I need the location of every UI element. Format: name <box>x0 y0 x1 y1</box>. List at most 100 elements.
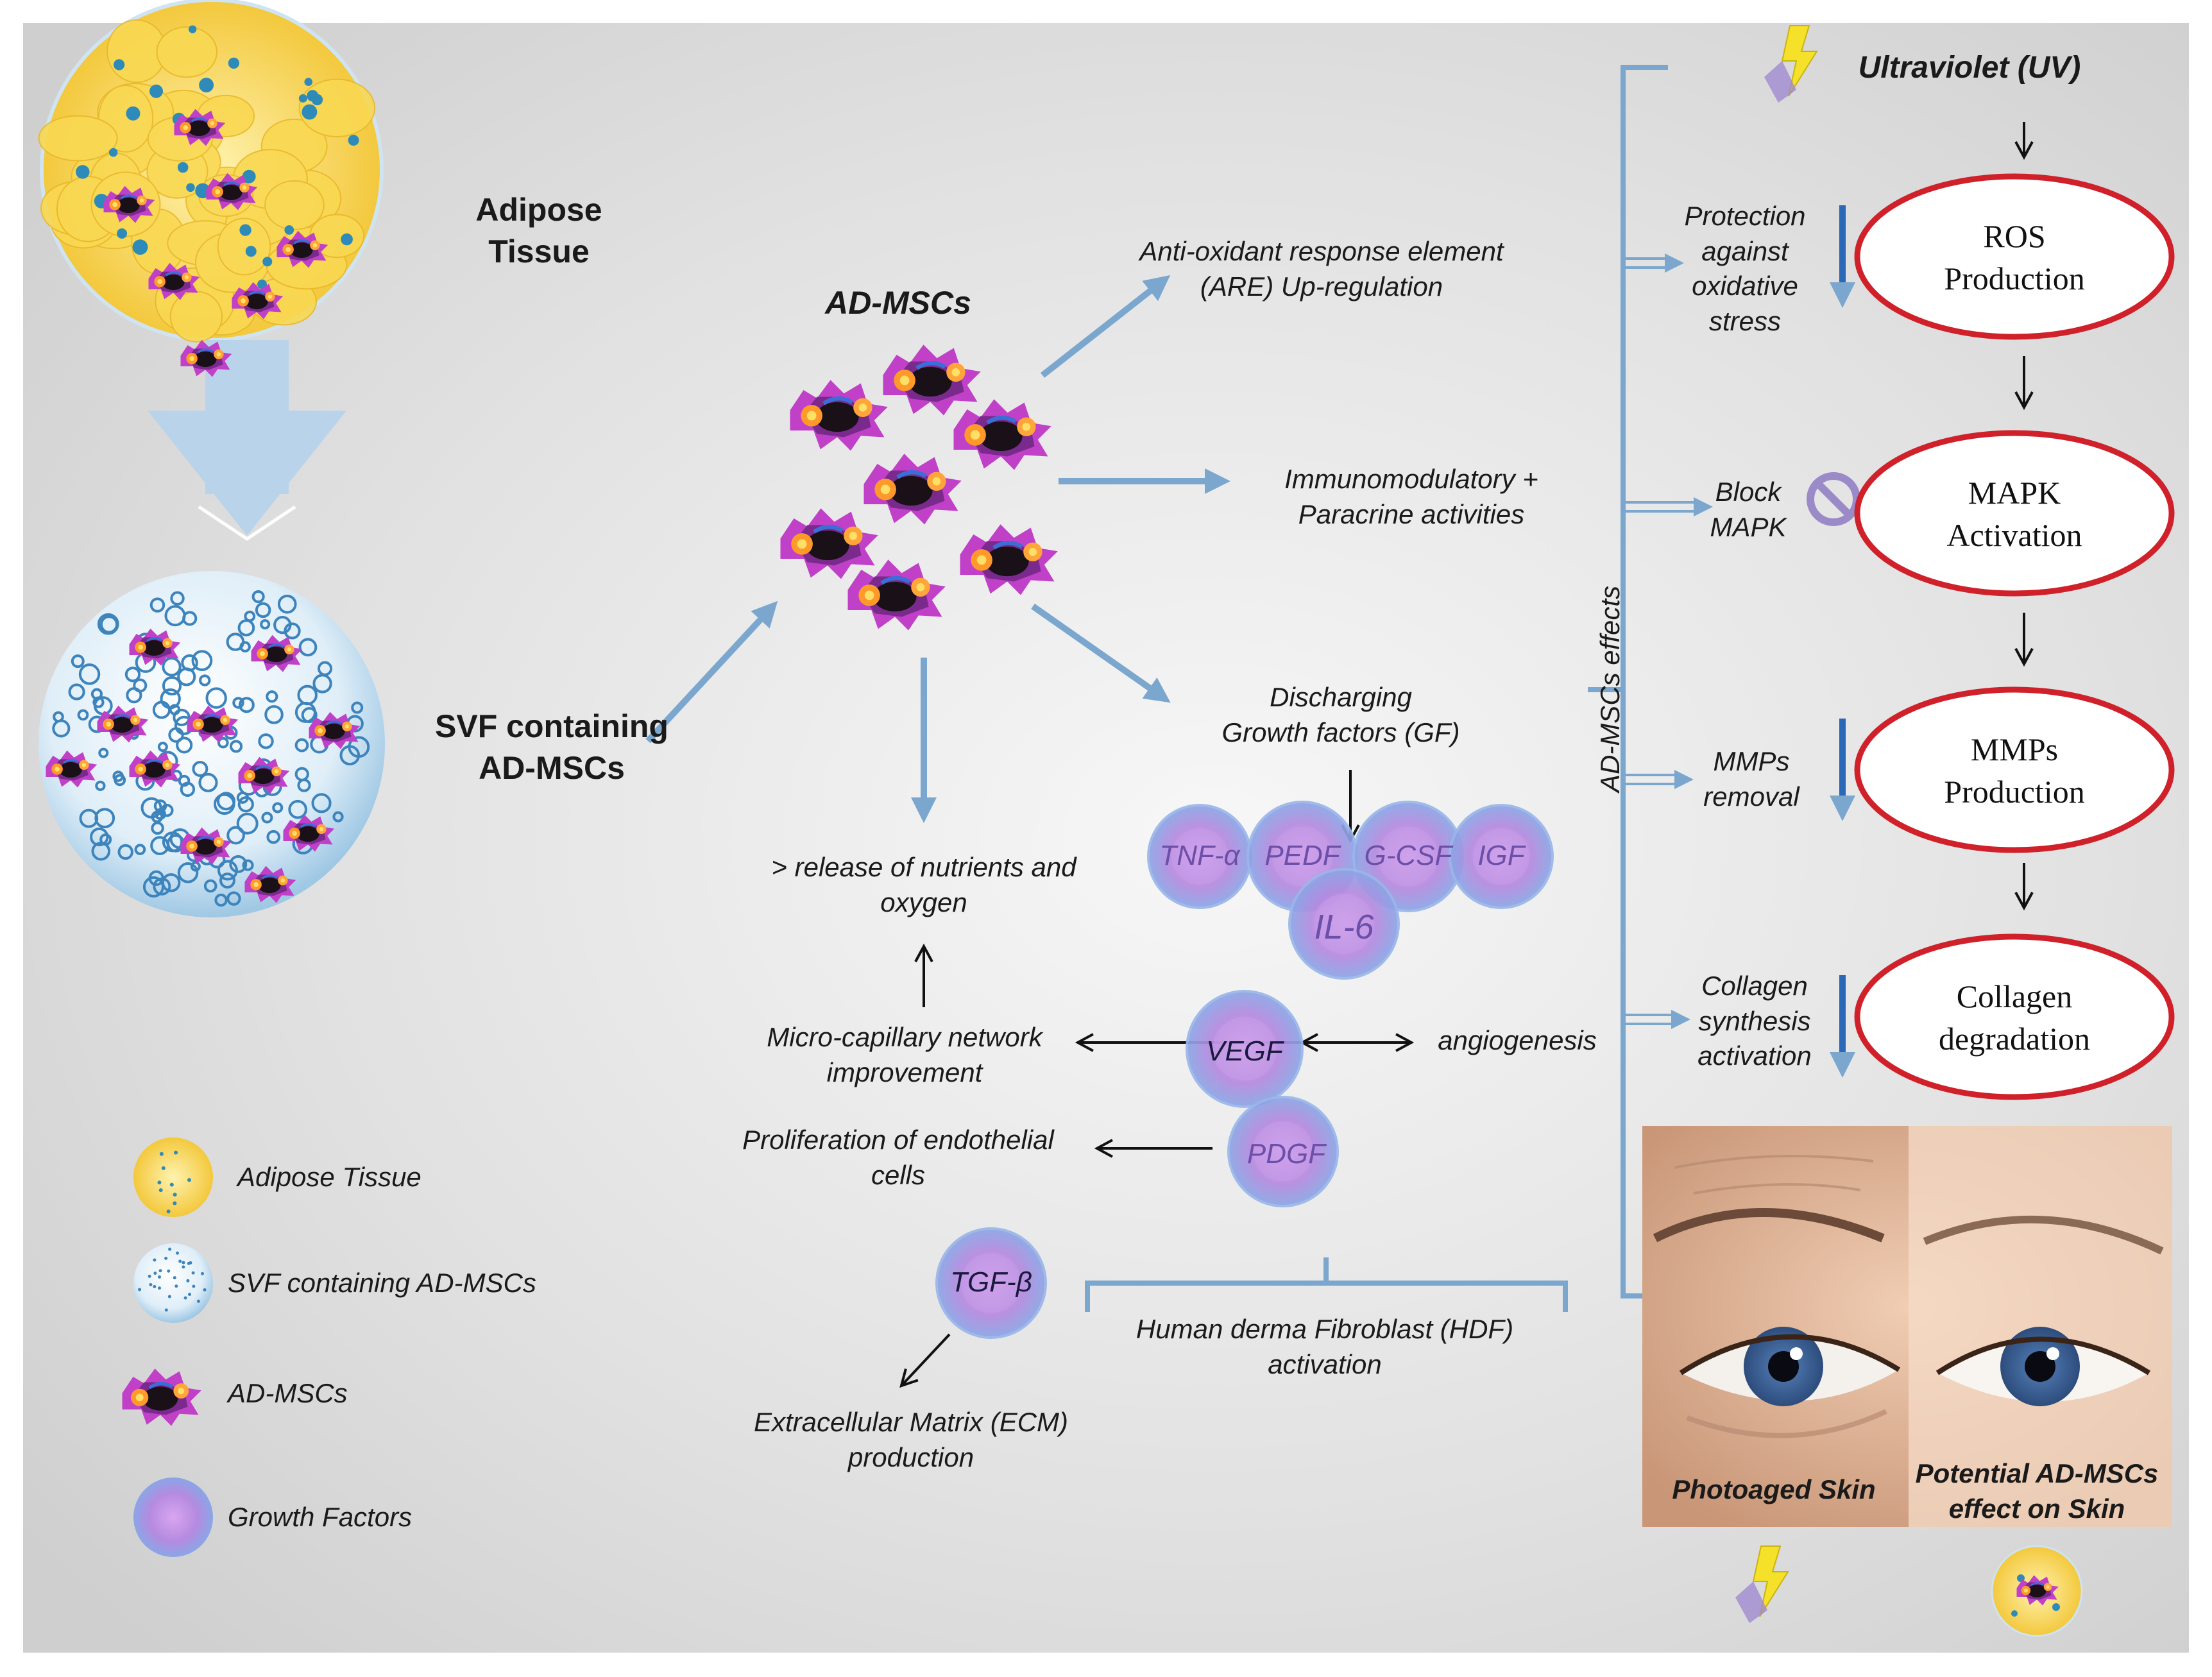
coll-line1: Collagen <box>1956 978 2073 1014</box>
tgf-label: TGF-β <box>950 1266 1032 1298</box>
tgf-ecm-arrow <box>901 1333 951 1386</box>
potential-label: Potential AD-MSCs effect on Skin <box>1899 1456 2175 1526</box>
potential-line2: effect on Skin <box>1948 1493 2125 1524</box>
ecm-line2: production <box>847 1442 974 1472</box>
ros-text: ROS Production <box>1886 215 2143 300</box>
collagen-syn-line3: activation <box>1697 1041 1812 1071</box>
pedf-label: PEDF <box>1264 840 1340 871</box>
immuno-line1: Immunomodulatory + <box>1284 464 1538 494</box>
are-line1: Anti-oxidant response element <box>1139 236 1504 266</box>
mmps-removal-line2: removal <box>1703 781 1799 812</box>
prolif-line1: Proliferation of endothelial <box>742 1125 1054 1155</box>
angiogenesis-label: angiogenesis <box>1438 1025 1597 1055</box>
nutrients-line2: oxygen <box>880 887 967 917</box>
svf-circle <box>38 571 385 917</box>
growth-factor-spheres <box>935 801 1554 1339</box>
svf-title-line2: AD-MSCs <box>479 750 625 786</box>
mapk-oval <box>1854 430 2175 597</box>
capillary-line1: Micro-capillary network <box>767 1022 1042 1052</box>
collagen-syn-line2: synthesis <box>1698 1005 1811 1036</box>
capillary-line2: improvement <box>826 1057 983 1087</box>
hdf-line1: Human derma Fibroblast (HDF) <box>1136 1314 1514 1344</box>
mmps-removal-line1: MMPs <box>1713 746 1790 776</box>
gf-discharge-label: Discharging Growth factors (GF) <box>1161 680 1520 750</box>
photoaged-label: Photoaged Skin <box>1672 1474 1876 1504</box>
to-are-arrow <box>1040 275 1171 378</box>
protection-line4: stress <box>1708 305 1781 336</box>
effects-label: AD-MSCs effects <box>1595 585 1625 793</box>
adipose-title-line1: Adipose <box>475 192 602 228</box>
block-icon <box>1807 472 1860 526</box>
tnf-label: TNF-α <box>1159 840 1240 871</box>
hdf-label: Human derma Fibroblast (HDF) activation <box>1094 1312 1556 1382</box>
collagen-synthesis-label: Collagen synthesis activation <box>1678 969 1832 1074</box>
blue-arrows <box>645 275 1230 823</box>
legend-svf-label: SVF containing AD-MSCs <box>228 1268 536 1298</box>
potential-line1: Potential AD-MSCs <box>1915 1458 2159 1488</box>
protection-line1: Protection <box>1684 201 1806 231</box>
svf-to-admscs-arrow <box>645 600 778 744</box>
collagen-syn-line1: Collagen <box>1701 971 1808 1001</box>
are-label: Anti-oxidant response element (ARE) Up-r… <box>1091 234 1553 304</box>
vegf-label: VEGF <box>1206 1035 1283 1067</box>
svf-title-line1: SVF containing <box>435 708 668 744</box>
legend-svf-icon <box>133 1243 213 1323</box>
adipose-title: Adipose Tissue <box>443 189 635 273</box>
svf-title: SVF containing AD-MSCs <box>398 706 706 789</box>
gf-line2: Growth factors (GF) <box>1221 717 1460 747</box>
block-line1: Block <box>1715 477 1782 507</box>
to-gf-arrow <box>1031 603 1171 703</box>
ecm-line1: Extracellular Matrix (ECM) <box>753 1407 1069 1437</box>
mmps-line2: Production <box>1944 774 2085 810</box>
legend-adipose-icon <box>133 1137 213 1217</box>
ros-line1: ROS <box>1983 218 2046 254</box>
mapk-line2: Activation <box>1946 517 2082 553</box>
red-ovals <box>1854 173 2175 1100</box>
coll-line2: degradation <box>1938 1021 2090 1057</box>
legend-adipose-label: Adipose Tissue <box>237 1162 421 1192</box>
prolif-line2: cells <box>871 1159 926 1190</box>
legend-icons <box>133 1137 213 1557</box>
mapk-line1: MAPK <box>1968 475 2061 511</box>
protection-line3: oxidative <box>1692 271 1798 302</box>
immuno-line2: Paracrine activities <box>1298 498 1525 529</box>
legend-admscs-label: AD-MSCs <box>228 1378 348 1408</box>
effect-branch-arrows <box>1623 257 1694 1025</box>
admscs-title: AD-MSCs <box>825 285 971 321</box>
protection-line2: against <box>1701 235 1789 266</box>
adipose-title-line2: Tissue <box>488 234 590 269</box>
il6-label: IL-6 <box>1314 908 1374 946</box>
legend-gf-icon <box>133 1477 213 1557</box>
inhibit-arrows <box>1830 205 1855 1078</box>
hdf-line2: activation <box>1268 1349 1382 1379</box>
block-label: Block MAPK <box>1694 475 1803 545</box>
prolif-label: Proliferation of endothelial cells <box>712 1123 1084 1193</box>
mmps-text: MMPs Production <box>1886 728 2143 813</box>
are-line2: (ARE) Up-regulation <box>1200 271 1443 302</box>
gf-line1: Discharging <box>1270 682 1412 712</box>
immuno-label: Immunomodulatory + Paracrine activities <box>1206 462 1617 532</box>
uv-label: Ultraviolet (UV) <box>1858 51 2081 85</box>
mmps-oval <box>1854 686 2175 853</box>
gcsf-label: G-CSF <box>1364 840 1452 871</box>
mmps-line1: MMPs <box>1970 731 2059 767</box>
mmps-removal-label: MMPs removal <box>1681 744 1822 814</box>
ecm-label: Extracellular Matrix (ECM) production <box>719 1405 1103 1475</box>
hdf-bracket <box>1085 1257 1568 1312</box>
pdgf-label: PDGF <box>1246 1138 1326 1170</box>
nutrients-line1: > release of nutrients and <box>771 852 1076 882</box>
effects-bracket <box>1588 65 1668 1298</box>
capillary-label: Micro-capillary network improvement <box>725 1020 1084 1090</box>
ros-line2: Production <box>1944 260 2085 296</box>
igf-label: IGF <box>1477 840 1525 871</box>
nutrients-label: > release of nutrients and oxygen <box>731 850 1116 920</box>
mapk-text: MAPK Activation <box>1886 472 2143 556</box>
legend-gf-label: Growth Factors <box>228 1502 413 1532</box>
adipose-tissue-circle <box>38 0 384 343</box>
skin-comparison-photo <box>1642 1126 2172 1527</box>
ros-oval <box>1854 173 2175 340</box>
protection-label: Protection against oxidative stress <box>1662 199 1828 339</box>
collagen-oval <box>1854 933 2175 1100</box>
